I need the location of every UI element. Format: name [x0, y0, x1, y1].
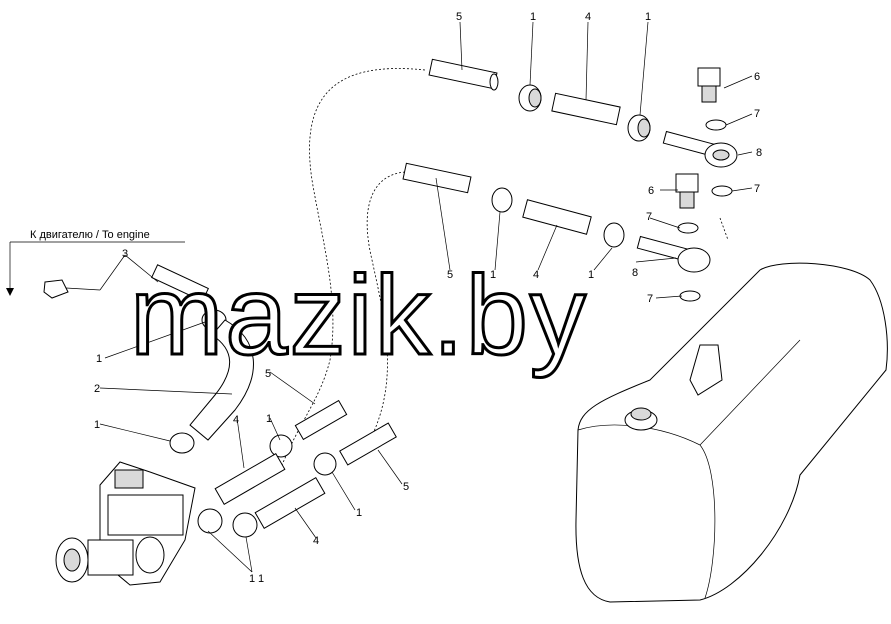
bolt-6-mid — [675, 173, 699, 209]
hydraulic-valve-block — [55, 461, 196, 586]
callout-1-left-c: 1 — [266, 413, 272, 425]
callout-7-mid-a: 7 — [646, 211, 652, 223]
hose-4-left-b — [254, 477, 326, 529]
callout-5-top: 5 — [456, 11, 462, 23]
clamp-1-top-b — [627, 114, 651, 142]
pipe-5-top — [428, 58, 499, 91]
callout-1-left-f: 1 — [258, 573, 264, 585]
banjo-fitting-8-top — [662, 130, 738, 168]
callout-1-top-b: 1 — [645, 11, 651, 23]
pipe-3 — [151, 264, 209, 302]
callout-5-left: 5 — [265, 368, 271, 380]
engine-direction-arrow — [6, 241, 185, 296]
clamp-1-left-e — [197, 508, 223, 534]
callout-4-left-a: 4 — [233, 414, 239, 426]
callout-4-top: 4 — [585, 11, 591, 23]
callout-1-mid-b: 1 — [588, 269, 594, 281]
washer-7-top-a — [705, 119, 727, 131]
washer-7-mid-a — [677, 222, 699, 234]
pipe-5-mid — [402, 162, 472, 194]
clamp-1-mid-a — [491, 187, 513, 213]
callout-8-mid: 8 — [632, 267, 638, 279]
bolt-6-top — [697, 67, 721, 103]
callout-7-mid-b: 7 — [647, 293, 653, 305]
callout-3: 3 — [122, 248, 128, 260]
callout-5-right-low: 5 — [403, 481, 409, 493]
clamp-1-left-d — [313, 452, 337, 476]
washer-7-top-b — [711, 185, 733, 197]
callout-7-top-a: 7 — [754, 108, 760, 120]
callout-7-top-b: 7 — [754, 183, 760, 195]
callout-1-left-b: 1 — [94, 419, 100, 431]
clamp-1-mid-b — [603, 222, 625, 248]
hose-route-lower — [366, 171, 406, 441]
hose-4-top — [551, 92, 621, 126]
fuel-tank — [575, 262, 888, 603]
clamp-1-left-c — [269, 434, 293, 458]
callout-1-left-d: 1 — [356, 507, 362, 519]
callout-1-mid-a: 1 — [490, 269, 496, 281]
engine-fitting — [43, 279, 101, 299]
watermark: mazik.by — [130, 253, 588, 378]
pipe-5-right-low — [339, 422, 397, 466]
hose-4-left-a — [214, 453, 286, 505]
clamp-1-left-b — [169, 432, 195, 454]
callout-6-mid: 6 — [648, 185, 654, 197]
callout-2: 2 — [94, 383, 100, 395]
clamp-1-top-a — [518, 84, 542, 112]
clamp-1-left-f — [232, 512, 258, 538]
tank-return-line — [719, 217, 729, 241]
clamp-1-left-a — [201, 309, 227, 331]
hose-4-mid — [522, 199, 592, 235]
callout-4-mid: 4 — [533, 269, 539, 281]
callout-5-mid: 5 — [447, 269, 453, 281]
callout-1-left-a: 1 — [96, 353, 102, 365]
callout-4-left-b: 4 — [313, 535, 319, 547]
pipe-5-left — [294, 399, 348, 441]
callout-1-left-e: 1 — [249, 573, 255, 585]
callout-8-top: 8 — [756, 147, 762, 159]
banjo-fitting-8-mid — [636, 235, 711, 273]
hose-2-bent — [189, 319, 254, 441]
washer-7-mid-b — [679, 290, 701, 302]
engine-label: К двигателю / To engine — [30, 229, 150, 241]
hose-route-upper — [279, 68, 426, 471]
callout-6-top: 6 — [754, 71, 760, 83]
leader-lines — [99, 21, 753, 573]
callout-1-top-a: 1 — [530, 11, 536, 23]
